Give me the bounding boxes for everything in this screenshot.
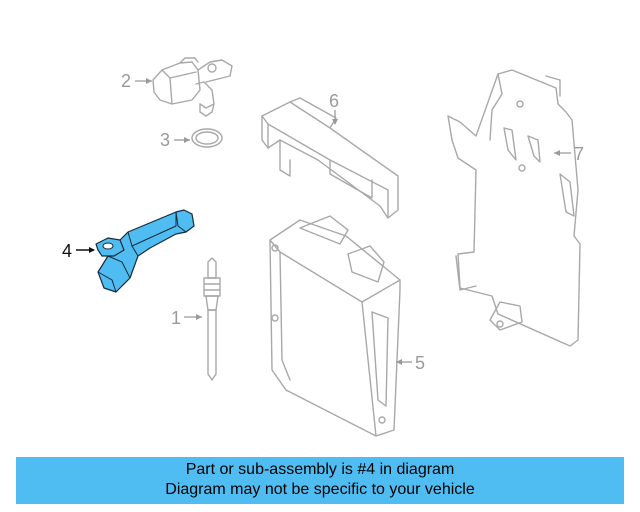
info-banner: Part or sub-assembly is #4 in diagram Di… bbox=[16, 457, 624, 504]
banner-line-1: Part or sub-assembly is #4 in diagram bbox=[185, 461, 455, 478]
arrow-6 bbox=[332, 119, 338, 125]
callout-6: 6 bbox=[329, 91, 339, 111]
part-2-sensor bbox=[152, 57, 233, 117]
callout-7: 7 bbox=[574, 144, 584, 164]
callout-1: 1 bbox=[171, 308, 181, 328]
callout-5: 5 bbox=[415, 353, 425, 373]
callout-4: 4 bbox=[62, 241, 72, 261]
arrow-7 bbox=[554, 150, 560, 156]
arrow-1 bbox=[196, 314, 202, 320]
arrow-3 bbox=[184, 137, 190, 143]
part-4-sensor-highlighted[interactable] bbox=[95, 209, 195, 293]
arrow-5 bbox=[396, 359, 402, 365]
arrow-2 bbox=[146, 78, 152, 84]
part-3-oring bbox=[191, 128, 223, 148]
part-6-cover bbox=[261, 97, 399, 219]
part-1-glow-plug bbox=[203, 257, 221, 381]
banner-line-2: Diagram may not be specific to your vehi… bbox=[165, 481, 475, 498]
part-5-ecu bbox=[269, 215, 401, 437]
part-7-bracket bbox=[447, 69, 581, 347]
callout-2: 2 bbox=[121, 71, 131, 91]
callout-3: 3 bbox=[160, 130, 170, 150]
arrow-4 bbox=[89, 247, 95, 253]
